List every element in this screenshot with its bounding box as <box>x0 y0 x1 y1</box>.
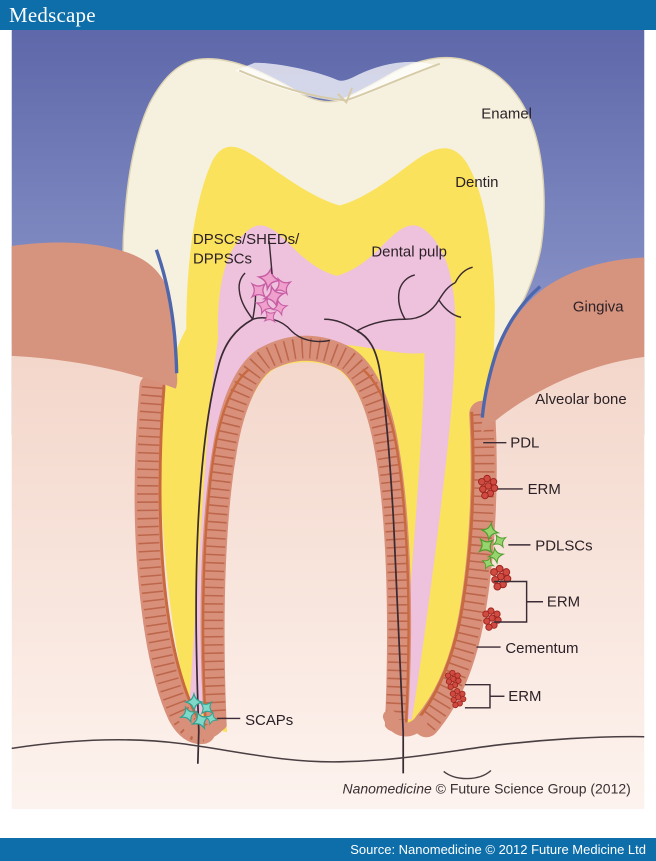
bone-contour-dip <box>443 769 492 780</box>
label-gingiva: Gingiva <box>573 299 624 316</box>
tooth-anatomy-diagram: Enamel Dentin DPSCs/SHEDs/ DPPSCs Dental… <box>11 30 645 810</box>
label-erm-middle: ERM <box>547 594 580 611</box>
occlusal-highlight <box>235 61 436 102</box>
header-bar: Medscape <box>0 0 656 30</box>
gingiva-left-shape <box>11 242 178 389</box>
caption-journal: Nanomedicine <box>342 781 432 797</box>
sulcus-line-right <box>480 285 542 418</box>
furcation-cementum-right <box>361 368 410 723</box>
footer-bar: Source: Nanomedicine © 2012 Future Medic… <box>0 838 656 861</box>
furcation-cementum-left <box>201 368 250 723</box>
label-erm-upper: ERM <box>528 481 561 498</box>
pdl-right-band <box>413 400 497 738</box>
figure-caption: Nanomedicine © Future Science Group (201… <box>342 781 630 797</box>
label-dpsc-line2: DPPSCs <box>193 250 252 267</box>
furcation-pdl-band <box>200 335 412 732</box>
furcation-bone-fill <box>224 362 388 746</box>
label-dentin: Dentin <box>455 174 498 191</box>
label-scaps: SCAPs <box>245 712 293 729</box>
label-enamel: Enamel <box>481 106 532 123</box>
gingiva-right-shape <box>481 257 645 434</box>
label-dpsc-line1: DPSCs/SHEDs/ <box>193 231 300 248</box>
label-alveolar-bone: Alveolar bone <box>535 391 626 408</box>
label-erm-lower: ERM <box>508 688 541 705</box>
label-dental-pulp: Dental pulp <box>371 244 447 261</box>
leader-lines <box>217 241 544 720</box>
label-pdl: PDL <box>510 434 539 451</box>
caption-credit: © Future Science Group (2012) <box>432 781 631 797</box>
source-credit-text: Source: Nanomedicine © 2012 Future Medic… <box>350 842 646 857</box>
dental-pulp-shape <box>188 225 456 720</box>
label-cementum: Cementum <box>505 640 578 657</box>
pdl-right-cementum <box>417 411 475 720</box>
occlusal-notch <box>336 87 354 105</box>
pulp-nerves <box>195 266 473 774</box>
dpsc-leader <box>268 241 273 275</box>
sulcus-line-left <box>154 249 179 374</box>
medscape-logo[interactable]: Medscape <box>9 2 96 27</box>
bone-contour-line <box>11 735 645 763</box>
label-pdlscs: PDLSCs <box>535 538 592 555</box>
pdl-left-hatch <box>137 385 204 742</box>
